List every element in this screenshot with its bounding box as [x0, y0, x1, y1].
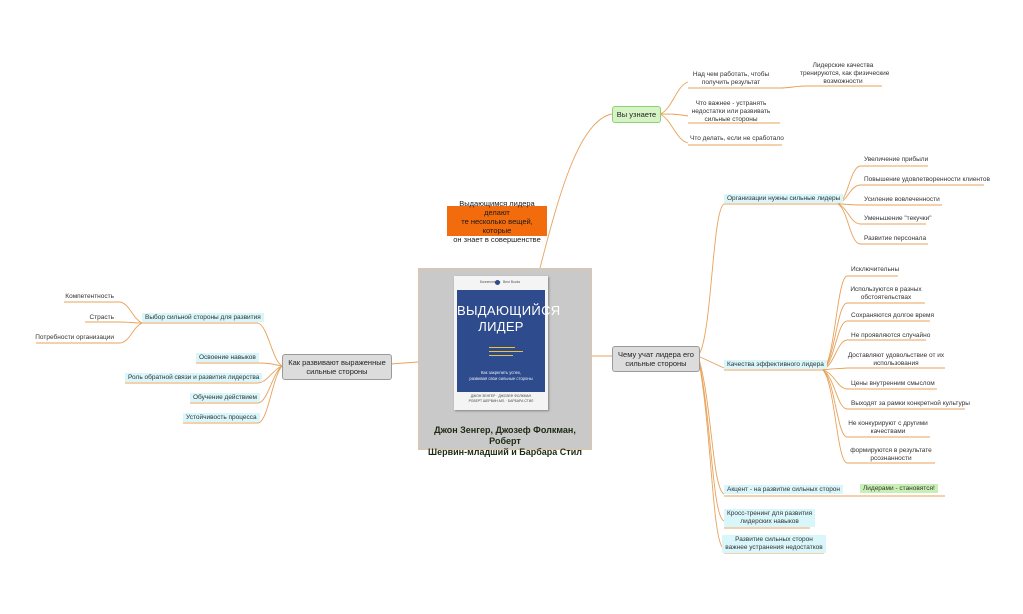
org-item[interactable]: Повышение удовлетворенности клиентов [864, 176, 990, 183]
learn-item-if-failed[interactable]: Что делать, если не сработало [690, 135, 784, 142]
learn-note-trainable[interactable]: Лидерские качества тренируются, как физи… [800, 62, 890, 85]
how-item[interactable]: Обучение действием [190, 393, 260, 402]
quality-item[interactable]: Цены внутренним смыслом [851, 380, 935, 387]
how-item[interactable]: Устойчивость процесса [183, 413, 260, 422]
branch-what-strengths-teach[interactable]: Чему учат лидера его сильные стороны [612, 346, 700, 372]
quality-item[interactable]: Не проявляются случайно [851, 332, 931, 339]
effective-leader-qualities[interactable]: Качества эффективного лидера [724, 360, 827, 369]
book-title-line2: ЛИДЕР [478, 319, 524, 334]
quality-item[interactable]: Сохраняются долгое время [851, 312, 935, 319]
book-cover-image: Бизнесmedia Best Books ВЫДАЮЩИЙСЯ ЛИДЕР … [454, 276, 561, 410]
choose-item[interactable]: Компетентность [65, 293, 114, 300]
central-topic-caption: Джон Зенгер, Джозеф Фолкман, Роберт Шерв… [428, 425, 582, 457]
callout-note[interactable]: Выдающимся лидера делают те несколько ве… [447, 199, 547, 244]
choose-item[interactable]: Страсть [89, 314, 114, 321]
book-subtitle-line2: развивая свои сильные стороны [469, 376, 533, 381]
org-item[interactable]: Усиление вовлеченности [864, 196, 940, 203]
org-item[interactable]: Развитие персонала [864, 235, 927, 242]
quality-item[interactable]: Выходят за рамки конкретной культуры [851, 400, 970, 407]
quality-item[interactable]: формируются в результате рсознанности [850, 447, 932, 462]
accent-strengths[interactable]: Акцент - на развитие сильных сторон [724, 485, 844, 494]
org-item[interactable]: Увеличение прибыли [864, 156, 929, 163]
choose-strength[interactable]: Выбор сильной стороны для развития [142, 313, 264, 322]
arrow-line-icon [489, 355, 513, 356]
quality-item[interactable]: Не конкурируют с другими качествами [848, 420, 928, 435]
choose-item[interactable]: Потребности организации [35, 334, 114, 341]
book-top-band: Бизнесmedia Best Books [454, 276, 548, 290]
book-authors-line2: РОБЕРТ ШЕРВИН-МЛ. · БАРБАРА СТИЛ [468, 399, 534, 403]
develop-strengths[interactable]: Развитие сильных сторон важнее устранени… [722, 535, 826, 553]
book-subtitle-line1: Как закрепить успех, [480, 370, 522, 375]
how-item[interactable]: Роль обратной связи и развития лидерства [125, 373, 263, 382]
learn-item-fix-or-develop[interactable]: Что важнее - устранять недостатки или ра… [691, 100, 771, 123]
quality-item[interactable]: Используются в разных обстоятельствах [850, 286, 922, 301]
arrow-line-icon [489, 351, 523, 352]
how-item[interactable]: Освоение навыков [196, 353, 259, 362]
learn-item-what-to-work-on[interactable]: Над чем работать, чтобы получить результ… [692, 71, 770, 86]
book-title-line1: ВЫДАЮЩИЙСЯ [457, 303, 561, 318]
branch-you-will-learn[interactable]: Вы узнаете [612, 106, 661, 123]
publisher-right-logo: Best Books [503, 280, 521, 284]
cross-training[interactable]: Кросс-тренинг для развития лидерских нав… [724, 509, 816, 527]
arrow-line-icon [489, 347, 515, 348]
org-item[interactable]: Уменьшение "текучки" [864, 215, 932, 222]
publisher-dot-icon [495, 280, 500, 285]
quality-item[interactable]: Исключительны [851, 266, 900, 273]
publisher-left-logo: Бизнесmedia [480, 280, 501, 284]
org-needs-leaders[interactable]: Организации нужны сильные лидеры [724, 194, 844, 203]
book-authors-line1: ДЖОН ЗЕНГЕР · ДЖОЗЕФ ФОЛКМАН [470, 394, 532, 398]
accent-result[interactable]: Лидерами - становятся! [860, 484, 938, 493]
book-cover-blue: ВЫДАЮЩИЙСЯ ЛИДЕР Как закрепить успех, ра… [457, 290, 561, 392]
branch-how-strengths-develop[interactable]: Как развивают выраженные сильные стороны [282, 354, 392, 380]
quality-item[interactable]: Доставляют удовольствие от их использова… [847, 352, 945, 367]
